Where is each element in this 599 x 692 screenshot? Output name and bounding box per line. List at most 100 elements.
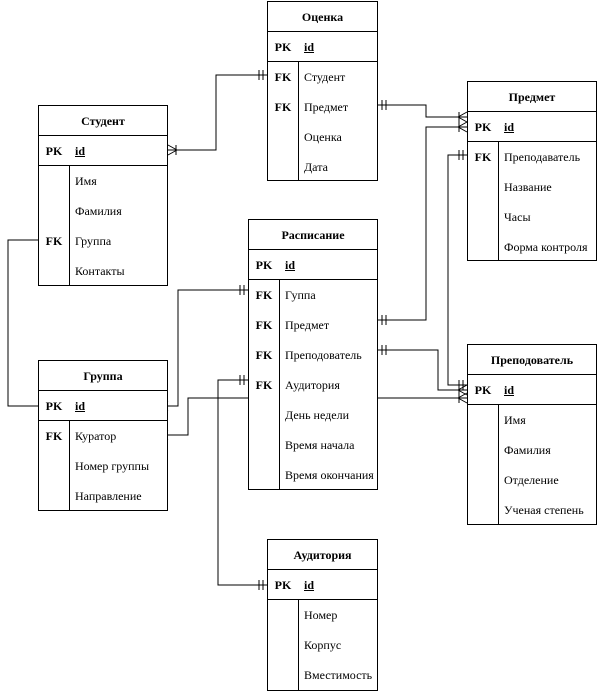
field-name: Время окончания [285,468,374,482]
field-name: Направление [75,489,142,503]
field-row: FK Предмет [268,92,377,122]
field-row: Оценка [268,122,377,152]
key-column-divider [69,421,70,510]
field-name: Преподователь [285,348,362,362]
field-name: Форма контроля [504,240,588,254]
relationship-marker [167,149,178,156]
key-label: FK [274,100,292,114]
rel-student-ocenka [168,74,267,151]
field-name: Студент [304,70,346,84]
entity-title: Студент [39,106,167,136]
key-label: FK [45,429,63,443]
key-column-divider [298,600,299,690]
field-name: Имя [504,413,526,427]
field-row: Фамилия [39,196,167,226]
field-name: Название [504,180,552,194]
field-name: Номер [304,608,338,622]
field-row: FK Гуппа [249,280,377,310]
entity-title: Группа [39,361,167,391]
field-name: id [504,383,515,397]
rel-auditoriya-raspisanie [217,379,267,586]
entity-title: Предмет [468,82,596,112]
field-name: Фамилия [75,204,122,218]
field-name: Часы [504,210,531,224]
key-label: FK [274,70,292,84]
field-name: Имя [75,174,97,188]
key-column-divider [498,405,499,524]
field-name: id [285,258,296,272]
key-column-divider [498,142,499,260]
field-row: FK Преподователь [249,340,377,370]
field-row: Ученая степень [468,495,596,525]
relationship-marker [457,392,468,399]
key-column-divider [298,62,299,180]
field-name: Предмет [304,100,349,114]
field-row: Направление [39,481,167,511]
relationship-marker [457,111,468,118]
field-name: Куратор [75,429,117,443]
field-row: Время начала [249,430,377,460]
key-column-divider [69,166,70,285]
field-name: Отделение [504,473,559,487]
key-label: FK [255,348,273,362]
field-name: Вместимость [304,668,373,682]
field-row: Фамилия [468,435,596,465]
rel-prepodavatel-predmet [447,154,467,386]
relationship-marker [457,397,468,404]
field-name: Контакты [75,264,125,278]
field-name: id [75,144,86,158]
key-label: PK [474,120,492,134]
field-name: Предмет [285,318,330,332]
rel-prepodavatel-raspisanie [378,349,467,391]
rel-gruppa-student [7,239,38,407]
field-name: Фамилия [504,443,551,457]
field-name: Ученая степень [504,503,584,517]
field-name: id [504,120,515,134]
field-row: Форма контроля [468,232,596,262]
field-name: id [304,40,315,54]
rel-predmet-raspisanie [378,126,467,321]
field-name: Время начала [285,438,355,452]
field-row: Номер [268,600,377,630]
field-name: Оценка [304,130,342,144]
field-row: Часы [468,202,596,232]
key-column-divider [279,280,280,489]
field-name: День недели [285,408,349,422]
primary-key-row: PK id [39,136,167,166]
relationship-marker [167,144,178,151]
key-label: FK [45,234,63,248]
entity-title: Аудитория [268,540,377,570]
key-label: PK [45,144,63,158]
field-row: Время окончания [249,460,377,490]
key-label: PK [45,399,63,413]
field-row: Вместимость [268,660,377,690]
field-name: id [304,578,315,592]
field-row: Номер группы [39,451,167,481]
field-name: Корпус [304,638,342,652]
relationship-marker [457,121,468,128]
field-name: Номер группы [75,459,150,473]
field-name: Гуппа [285,288,316,302]
key-label: FK [255,378,273,392]
field-row: Корпус [268,630,377,660]
field-name: Дата [304,160,328,174]
key-label: FK [255,288,273,302]
field-row: FK Куратор [39,421,167,451]
entity-title: Преподователь [468,345,596,375]
relationship-marker [457,116,468,123]
field-row: Имя [39,166,167,196]
field-row: Отделение [468,465,596,495]
